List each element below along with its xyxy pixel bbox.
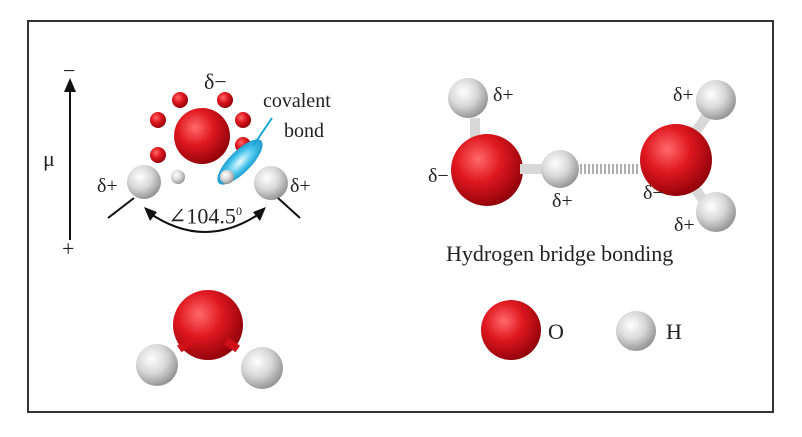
hydrogen-bridge-bonding xyxy=(448,78,736,232)
legend-oxygen-label: O xyxy=(548,319,564,344)
electron-small-right xyxy=(220,170,234,184)
delta-plus-bridge-hydrogen: δ+ xyxy=(552,190,573,212)
legend-hydrogen-swatch xyxy=(616,311,656,351)
dipole-mu-label: μ xyxy=(43,146,55,171)
hydrogen-bridge-caption: Hydrogen bridge bonding xyxy=(446,241,674,266)
arc-arrowhead-right xyxy=(253,207,266,221)
delta-minus-right-oxygen: δ− xyxy=(643,182,664,204)
delta-minus-left-oxygen: δ− xyxy=(428,165,449,187)
bond-label: bond xyxy=(284,120,324,142)
covalent-pointer-line xyxy=(252,117,273,147)
delta-plus-right-bottom-hydrogen: δ+ xyxy=(674,214,695,236)
dipole-plus-sign: + xyxy=(62,236,75,261)
delta-plus-left-hydrogen: δ+ xyxy=(97,175,118,197)
hydrogen-atom-left xyxy=(127,165,161,199)
delta-plus-top-hydrogen: δ+ xyxy=(493,84,514,106)
arc-arrowhead-left xyxy=(144,207,157,221)
dipole-minus-sign: − xyxy=(63,58,76,83)
delta-minus-oxygen: δ− xyxy=(204,69,227,94)
bridge-hydrogen xyxy=(541,150,579,188)
legend-oxygen-swatch xyxy=(481,300,541,360)
oxygen-atom-top xyxy=(174,108,230,164)
hydrogen-atom-right xyxy=(254,166,288,200)
angle-guide-left xyxy=(107,197,135,219)
delta-plus-right-hydrogen: δ+ xyxy=(290,175,311,197)
electron-small-left xyxy=(171,170,185,184)
legend-hydrogen-label: H xyxy=(666,319,682,344)
bond-angle-arc xyxy=(147,211,263,233)
figure-frame xyxy=(27,20,774,413)
bond-angle-value: ∠104.5 xyxy=(168,203,236,229)
oxygen-atom-right-molecule xyxy=(640,124,712,196)
water-molecule-3d xyxy=(136,290,283,389)
bond-angle-label: ∠104.50 xyxy=(168,205,242,227)
oxygen-atom-left-molecule xyxy=(451,134,523,206)
angle-guide-right xyxy=(277,197,301,219)
delta-plus-right-top-hydrogen: δ+ xyxy=(673,84,694,106)
dipole-arrow xyxy=(64,78,76,240)
covalent-label: covalent xyxy=(263,90,331,112)
bond-angle-degree: 0 xyxy=(235,204,242,218)
